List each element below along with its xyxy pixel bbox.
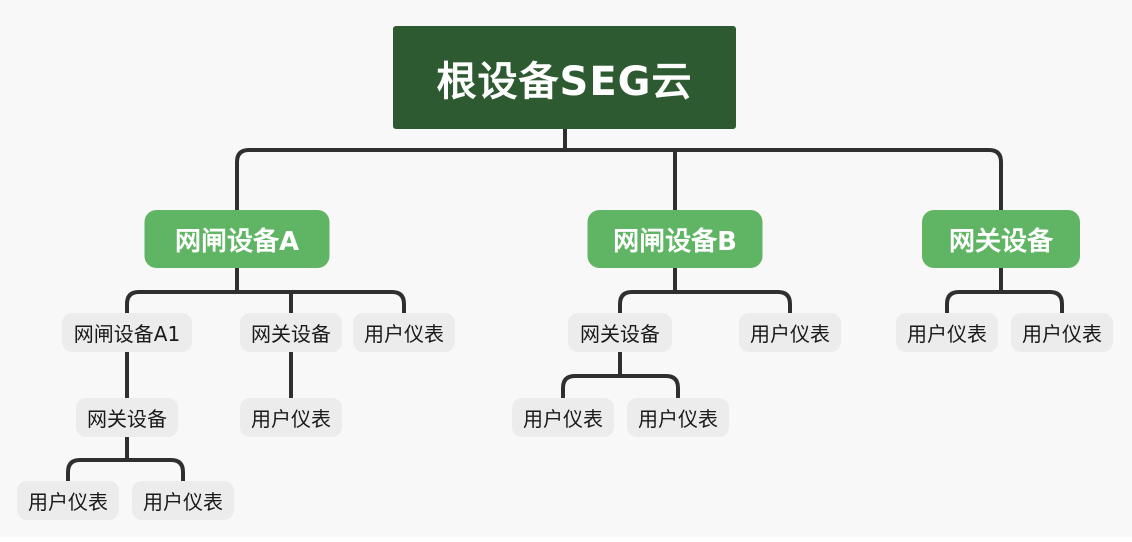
branch-node-gate-b[interactable]: 网闸设备B (587, 210, 763, 268)
gate-b-children-connector (618, 268, 792, 313)
leaf-node-meter-under-gateway-b-1[interactable]: 用户仪表 (512, 398, 614, 437)
gateway-children-connector (945, 268, 1064, 313)
page-bottom-edge (0, 537, 1132, 542)
root-node[interactable]: 根设备SEG云 (393, 26, 736, 129)
leaf-node-gate-a1[interactable]: 网闸设备A1 (62, 313, 192, 352)
leaf-node-gateway-under-a[interactable]: 网关设备 (240, 313, 342, 352)
leaf-node-meter-under-gateway-a[interactable]: 用户仪表 (240, 398, 342, 437)
leaf-node-meter-under-gateway-a1-2[interactable]: 用户仪表 (132, 481, 234, 520)
leaf-node-meter-under-a[interactable]: 用户仪表 (353, 313, 455, 352)
leaf-node-meter-under-b[interactable]: 用户仪表 (739, 313, 841, 352)
branch-node-gate-a[interactable]: 网闸设备A (144, 210, 330, 268)
leaf-node-gateway-under-a1[interactable]: 网关设备 (76, 398, 178, 437)
branch-node-gateway[interactable]: 网关设备 (922, 210, 1080, 268)
gateway-a1-children-connector (66, 437, 185, 481)
leaf-node-meter-under-gateway-1[interactable]: 用户仪表 (896, 313, 998, 352)
root-to-branches-connector (235, 129, 1003, 210)
leaf-node-meter-under-gateway-2[interactable]: 用户仪表 (1011, 313, 1113, 352)
gate-a-children-connector (125, 268, 406, 313)
leaf-node-meter-under-gateway-b-2[interactable]: 用户仪表 (627, 398, 729, 437)
gateway-b-children-connector (561, 352, 680, 398)
leaf-node-gateway-under-b[interactable]: 网关设备 (568, 313, 672, 352)
leaf-node-meter-under-gateway-a1-1[interactable]: 用户仪表 (17, 481, 119, 520)
